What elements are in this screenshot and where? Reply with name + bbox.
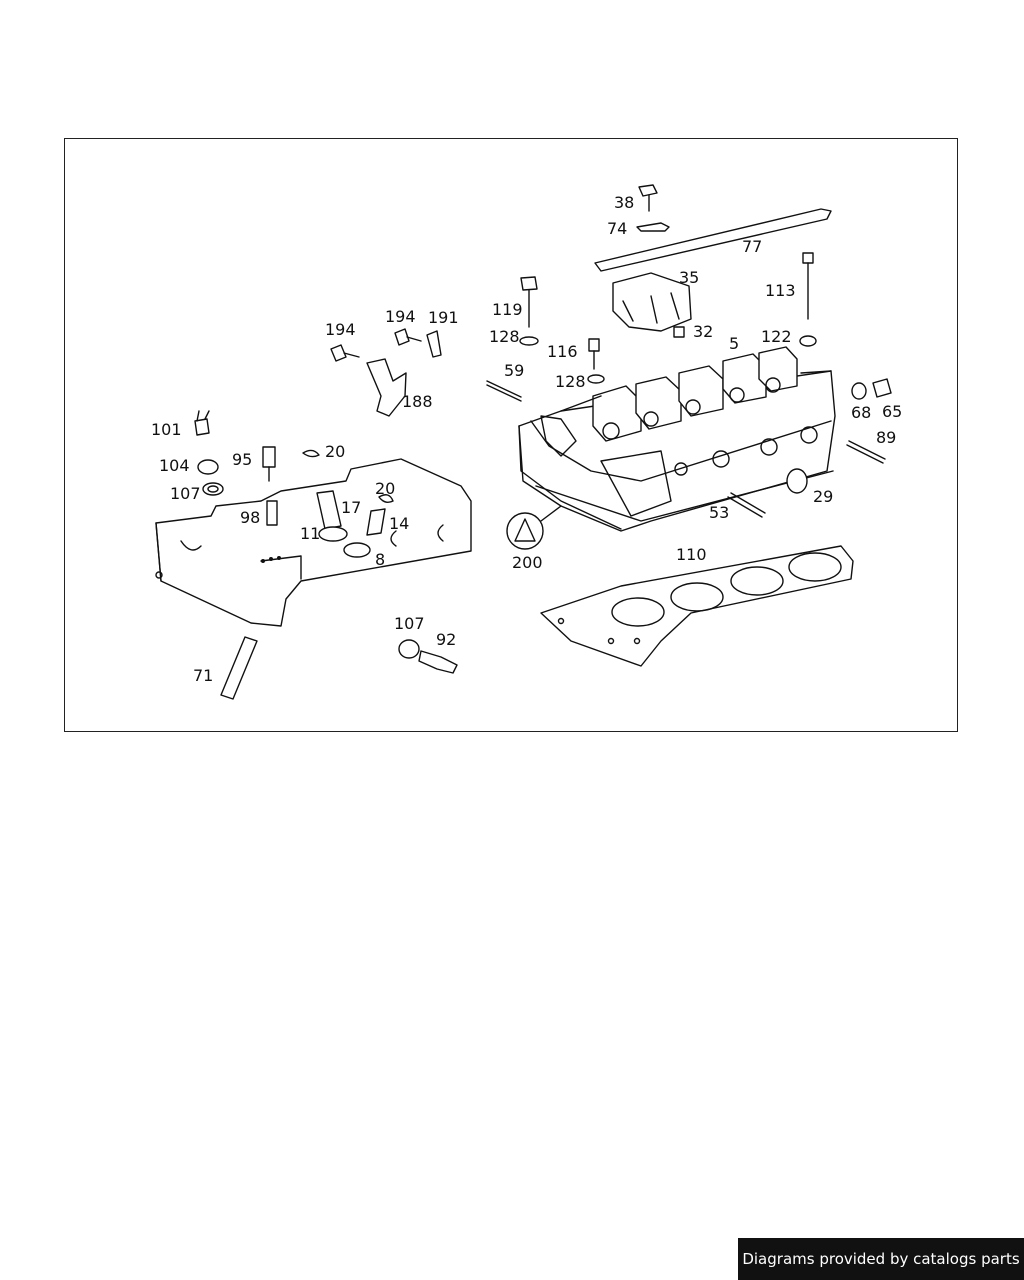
label-53: 53 (709, 503, 729, 522)
label-59: 59 (504, 361, 524, 380)
diagram-frame: 38 74 77 35 113 119 128 32 122 5 116 128… (64, 138, 958, 732)
label-11: 11 (300, 524, 320, 543)
exploded-parts-diagram: 38 74 77 35 113 119 128 32 122 5 116 128… (151, 184, 902, 700)
oil-line-drawing (594, 208, 832, 272)
head-gasket-drawing (540, 545, 854, 667)
label-71: 71 (193, 666, 213, 685)
label-191: 191 (428, 308, 459, 327)
hardware-drawings (194, 184, 892, 700)
label-17: 17 (341, 498, 361, 517)
label-89: 89 (876, 428, 896, 447)
label-113: 113 (765, 281, 796, 300)
label-68: 68 (851, 403, 871, 422)
label-128a: 128 (489, 327, 520, 346)
label-104: 104 (159, 456, 190, 475)
label-194a: 194 (325, 320, 356, 339)
camshaft-cap-drawing (612, 272, 692, 332)
label-116: 116 (547, 342, 578, 361)
label-8: 8 (375, 550, 385, 569)
cylinder-head-drawing (518, 346, 836, 532)
label-200: 200 (512, 553, 543, 572)
label-74: 74 (607, 219, 627, 238)
label-65: 65 (882, 402, 902, 421)
label-20a: 20 (325, 442, 345, 461)
label-92: 92 (436, 630, 456, 649)
label-101: 101 (151, 420, 182, 439)
label-95: 95 (232, 450, 252, 469)
label-32: 32 (693, 322, 713, 341)
label-38: 38 (614, 193, 634, 212)
label-35: 35 (679, 268, 699, 287)
label-128b: 128 (555, 372, 586, 391)
footer-credit-badge: Diagrams provided by catalogs parts (738, 1238, 1024, 1280)
label-77: 77 (742, 237, 762, 256)
label-188: 188 (402, 392, 433, 411)
label-5: 5 (729, 334, 739, 353)
label-29: 29 (813, 487, 833, 506)
label-110: 110 (676, 545, 707, 564)
label-122: 122 (761, 327, 792, 346)
label-14: 14 (389, 514, 409, 533)
label-107b: 107 (394, 614, 425, 633)
label-119: 119 (492, 300, 523, 319)
label-194b: 194 (385, 307, 416, 326)
label-20b: 20 (375, 479, 395, 498)
label-98: 98 (240, 508, 260, 527)
label-107a: 107 (170, 484, 201, 503)
part-labels: 38 74 77 35 113 119 128 32 122 5 116 128… (151, 193, 902, 685)
